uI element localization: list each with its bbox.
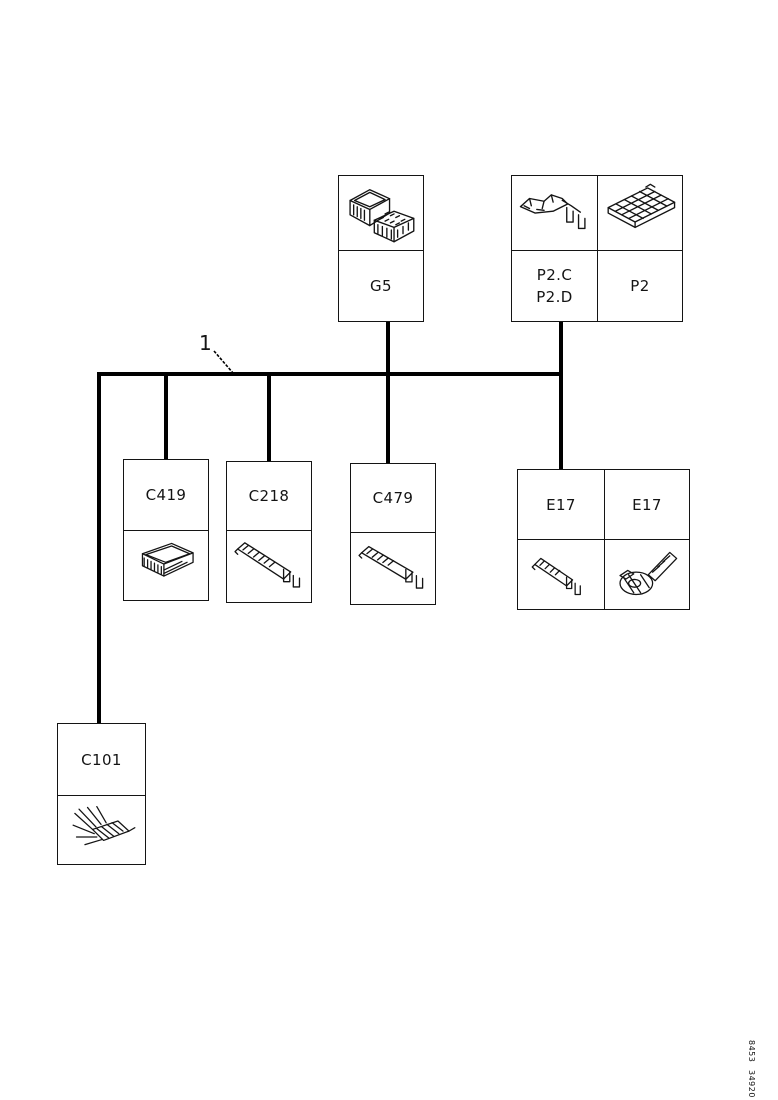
c419-connector-illustration [141,542,194,577]
p2cd-label-line2: P2.D [536,288,573,306]
callout-leader-line [213,350,234,374]
callout-number-text: 1 [199,331,212,355]
c419-image-cell [124,530,208,600]
p2cd-image-cell [512,176,597,250]
corner-reference-text: 8453 34920 [747,1040,756,1100]
c479-label-cell: C479 [351,464,435,532]
e17b-image-cell [604,539,689,609]
connector-box-c218: C218 [226,461,312,603]
p2-label-cell: P2 [597,250,682,321]
p2-label: P2 [630,277,650,295]
g5-image-cell [339,176,423,250]
e17b-label: E17 [632,495,662,514]
g5-label-cell: G5 [339,250,423,321]
connector-box-g5: G5 [338,175,424,322]
corner-reference-bottom: 34920 [747,1070,756,1099]
g5-connector-illustration [348,188,414,243]
p2-connector-illustration [607,183,675,229]
e17b-label-cell: E17 [604,470,689,539]
e17a-image-cell [518,539,604,609]
e17a-connector-illustration [531,557,581,595]
c101-connector-illustration [72,805,136,845]
c101-label-cell: C101 [58,724,145,795]
p2cd-connector-illustration [519,194,586,230]
c218-connector-illustration [233,542,300,588]
p2-image-cell [597,176,682,250]
c419-label-cell: C419 [124,460,208,530]
p2cd-label: P2.C P2.D [536,264,573,308]
c479-connector-illustration [357,545,423,589]
corner-reference-top: 8453 [747,1040,756,1063]
e17a-label: E17 [546,495,576,514]
c218-label-cell: C218 [227,462,311,530]
connector-box-c101: C101 [57,723,146,865]
c101-label: C101 [81,750,122,769]
connector-box-group-p2: P2.C P2.D P2 [511,175,683,322]
c218-image-cell [227,530,311,602]
g5-label: G5 [370,277,392,295]
connector-box-c479: C479 [350,463,436,605]
c419-label: C419 [145,486,187,504]
c479-label: C479 [372,489,414,507]
c101-image-cell [58,795,145,864]
connector-box-group-e17: E17 E17 [517,469,690,610]
connector-box-c419: C419 [123,459,209,601]
p2cd-label-cell: P2.C P2.D [512,250,597,321]
e17b-connector-illustration [618,551,677,595]
callout-number: 1 [199,331,212,355]
c218-label: C218 [248,487,290,505]
c479-image-cell [351,532,435,604]
p2cd-label-line1: P2.C [536,266,573,284]
e17a-label-cell: E17 [518,470,604,539]
